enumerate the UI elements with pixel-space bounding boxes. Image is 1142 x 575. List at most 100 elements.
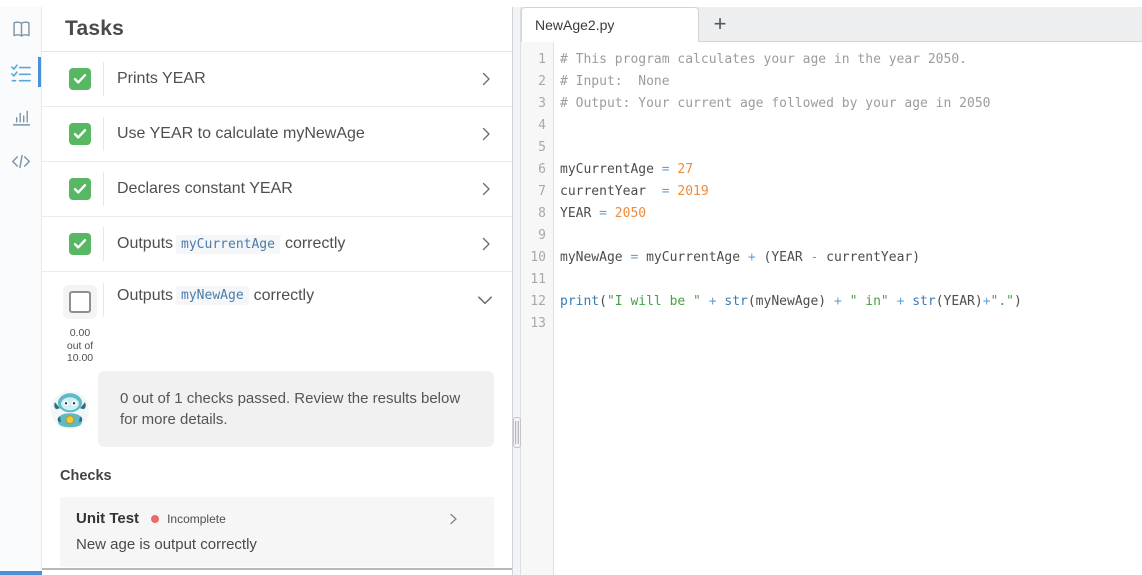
task-list: Prints YEAR Use YEAR to calculate myNewAg… <box>42 52 512 365</box>
task-check-column <box>57 68 103 90</box>
code-line: # Output: Your current age followed by y… <box>560 93 1142 115</box>
code-token-plain: currentYear <box>560 184 662 199</box>
splitter-grip-handle[interactable] <box>513 417 521 448</box>
code-line: ​ <box>560 137 1142 159</box>
checkbox-label-divider <box>103 283 104 317</box>
new-tab-button[interactable]: + <box>713 11 727 36</box>
check-name: Unit Test <box>76 510 140 528</box>
line-number: 7 <box>538 184 546 199</box>
task-row[interactable]: Declares constant YEAR <box>42 162 512 217</box>
task-label: Use YEAR to calculate myNewAge <box>104 125 365 143</box>
code-token-comment: # Input: None <box>560 74 670 89</box>
robot-avatar-icon <box>51 391 89 430</box>
code-pane[interactable]: # This program calculates your age in th… <box>554 42 1142 575</box>
task-label-text: Prints YEAR <box>117 70 206 87</box>
task-label-text: Declares constant YEAR <box>117 180 293 197</box>
code-token-plain: YEAR <box>560 206 600 221</box>
checkmark-icon <box>73 239 87 249</box>
book-icon <box>12 21 30 37</box>
icon-rail <box>0 7 42 575</box>
task-checkbox[interactable] <box>69 123 91 145</box>
task-checkbox[interactable] <box>69 178 91 200</box>
checkmark-icon <box>73 129 87 139</box>
rail-item-guide[interactable] <box>0 7 42 51</box>
task-code-chip: myCurrentAge <box>176 234 280 254</box>
code-token-op: + <box>982 294 991 309</box>
tab-newage2-py[interactable]: NewAge2.py <box>521 7 699 42</box>
code-token-plain: (YEAR <box>755 250 811 265</box>
chevron-down-icon[interactable] <box>476 291 494 309</box>
line-number: 4 <box>538 118 546 133</box>
line-number: 10 <box>530 250 546 265</box>
code-token-plain <box>607 206 615 221</box>
task-checkbox[interactable] <box>69 233 91 255</box>
code-token-op: = <box>661 184 670 199</box>
line-number: 1 <box>538 52 546 67</box>
code-token-plain: (YEAR) <box>935 294 983 309</box>
task-code-chip: myNewAge <box>176 286 249 305</box>
panel-splitter[interactable] <box>513 7 521 575</box>
tasks-header: Tasks <box>42 7 512 52</box>
code-token-op: = <box>661 162 670 177</box>
chevron-right-icon[interactable] <box>478 181 494 197</box>
check-title-row: Unit Test Incomplete <box>76 510 478 527</box>
task-checkbox[interactable] <box>69 291 91 313</box>
code-token-kw: str <box>912 294 936 309</box>
code-line: ​ <box>560 269 1142 291</box>
rail-item-stats[interactable] <box>0 95 42 139</box>
code-token-op: + <box>708 294 717 309</box>
code-token-plain: myNewAge <box>560 250 631 265</box>
code-line: currentYear = 2019 <box>560 181 1142 203</box>
task-check-column <box>57 233 103 255</box>
task-checkbox-wrap <box>63 285 97 319</box>
task-label: Prints YEAR <box>104 70 206 88</box>
editor-tab-bar: NewAge2.py + <box>521 7 1142 42</box>
rail-item-code[interactable] <box>0 139 42 183</box>
task-checkbox[interactable] <box>69 68 91 90</box>
code-token-plain: ( <box>599 294 607 309</box>
check-card-unit-test[interactable]: Unit Test Incomplete New age is output c… <box>60 497 494 568</box>
line-number: 2 <box>538 74 546 89</box>
task-checkbox-wrap <box>69 178 91 200</box>
code-line: # Input: None <box>560 71 1142 93</box>
rail-item-tasks[interactable] <box>0 51 42 95</box>
code-token-op: = <box>630 250 639 265</box>
chevron-right-icon[interactable] <box>478 236 494 252</box>
code-token-str: "." <box>990 294 1014 309</box>
chevron-right-icon[interactable] <box>478 126 494 142</box>
line-number: 9 <box>538 228 546 243</box>
code-token-op: - <box>810 250 819 265</box>
code-line: print("I will be " + str(myNewAge) + " i… <box>560 291 1142 313</box>
task-row[interactable]: Use YEAR to calculate myNewAge <box>42 107 512 162</box>
code-token-str: "I will be " <box>606 294 701 309</box>
line-number: 8 <box>538 206 546 221</box>
chevron-right-icon[interactable] <box>478 71 494 87</box>
code-token-plain: (myNewAge) <box>747 294 834 309</box>
code-line: myNewAge = myCurrentAge + (YEAR - curren… <box>560 247 1142 269</box>
code-token-num: 27 <box>677 162 694 177</box>
rail-bottom-indicator <box>0 571 42 575</box>
code-token-plain <box>842 294 850 309</box>
code-token-op: = <box>599 206 607 221</box>
tab-label: NewAge2.py <box>535 17 615 33</box>
chevron-right-icon[interactable] <box>446 512 460 526</box>
code-token-str: " in" <box>849 294 889 309</box>
task-label-text: correctly <box>284 235 346 252</box>
task-checkbox-wrap <box>69 123 91 145</box>
task-row[interactable]: Prints YEAR <box>42 52 512 107</box>
task-label-text: Outputs <box>117 235 174 252</box>
checks-heading: Checks <box>60 468 112 485</box>
checkmark-icon <box>73 184 87 194</box>
code-token-kw: str <box>724 294 748 309</box>
task-label-text: Use YEAR to calculate myNewAge <box>117 125 365 142</box>
code-token-plain <box>701 294 709 309</box>
task-check-column <box>57 123 103 145</box>
line-number: 13 <box>530 316 546 331</box>
code-line: myCurrentAge = 27 <box>560 159 1142 181</box>
check-status: Incomplete <box>167 511 226 526</box>
